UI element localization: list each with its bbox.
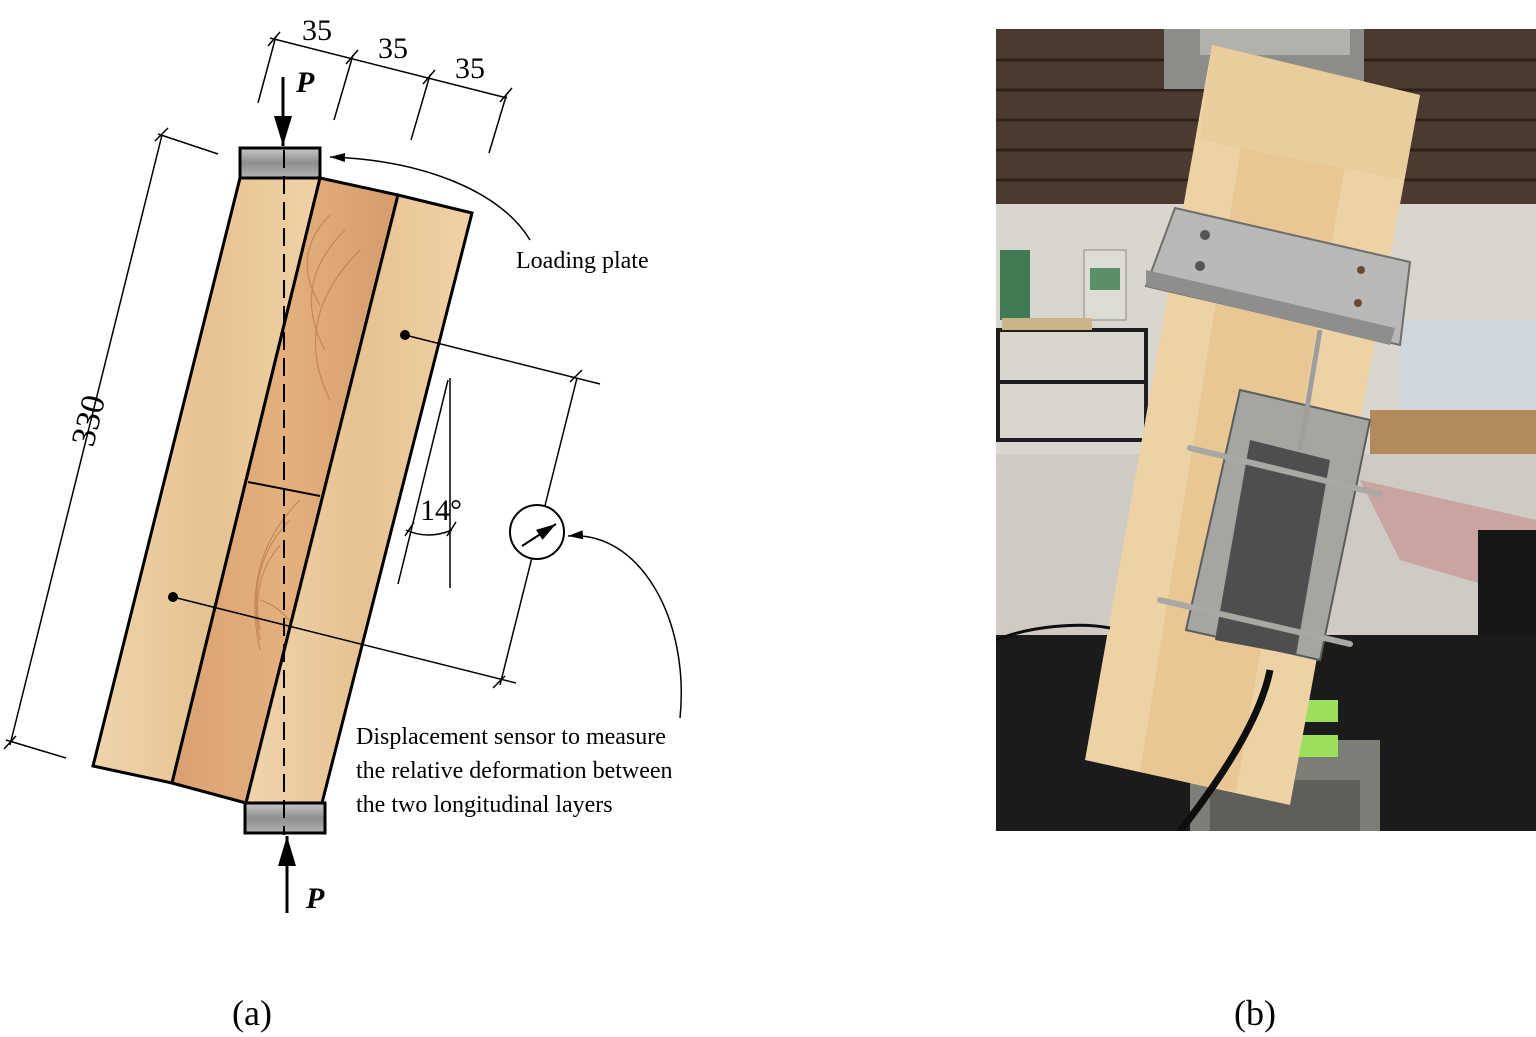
bottom-load-label: P bbox=[305, 882, 325, 915]
loading-plate-callout bbox=[329, 153, 531, 241]
angle-annotation bbox=[397, 378, 457, 588]
top-load-label: P bbox=[295, 66, 315, 99]
loading-plate-label: Loading plate bbox=[516, 248, 649, 274]
top-loading-plate bbox=[238, 146, 322, 180]
sensor-label-line2: the relative deformation between bbox=[356, 758, 673, 784]
sensor-label-line3: the two longitudinal layers bbox=[356, 792, 613, 818]
caption-b: (b) bbox=[1234, 993, 1276, 1033]
dim-35-second: 35 bbox=[378, 32, 408, 65]
dial-gauge-icon bbox=[509, 504, 565, 560]
dim-35-third: 35 bbox=[455, 52, 485, 85]
length-dimension bbox=[3, 127, 219, 759]
caption-a: (a) bbox=[232, 993, 272, 1033]
dim-35-first: 35 bbox=[302, 14, 332, 47]
top-dimension-chain bbox=[257, 31, 513, 154]
sensor-label-line1: Displacement sensor to measure bbox=[356, 724, 666, 750]
angle-label: 14° bbox=[420, 494, 462, 527]
test-photo bbox=[996, 29, 1536, 831]
dim-330: 330 bbox=[65, 391, 113, 449]
sensor-callout bbox=[567, 530, 682, 719]
growth-rings bbox=[254, 214, 361, 731]
specimen-schematic: P P 35 35 35 330 bbox=[3, 14, 682, 915]
